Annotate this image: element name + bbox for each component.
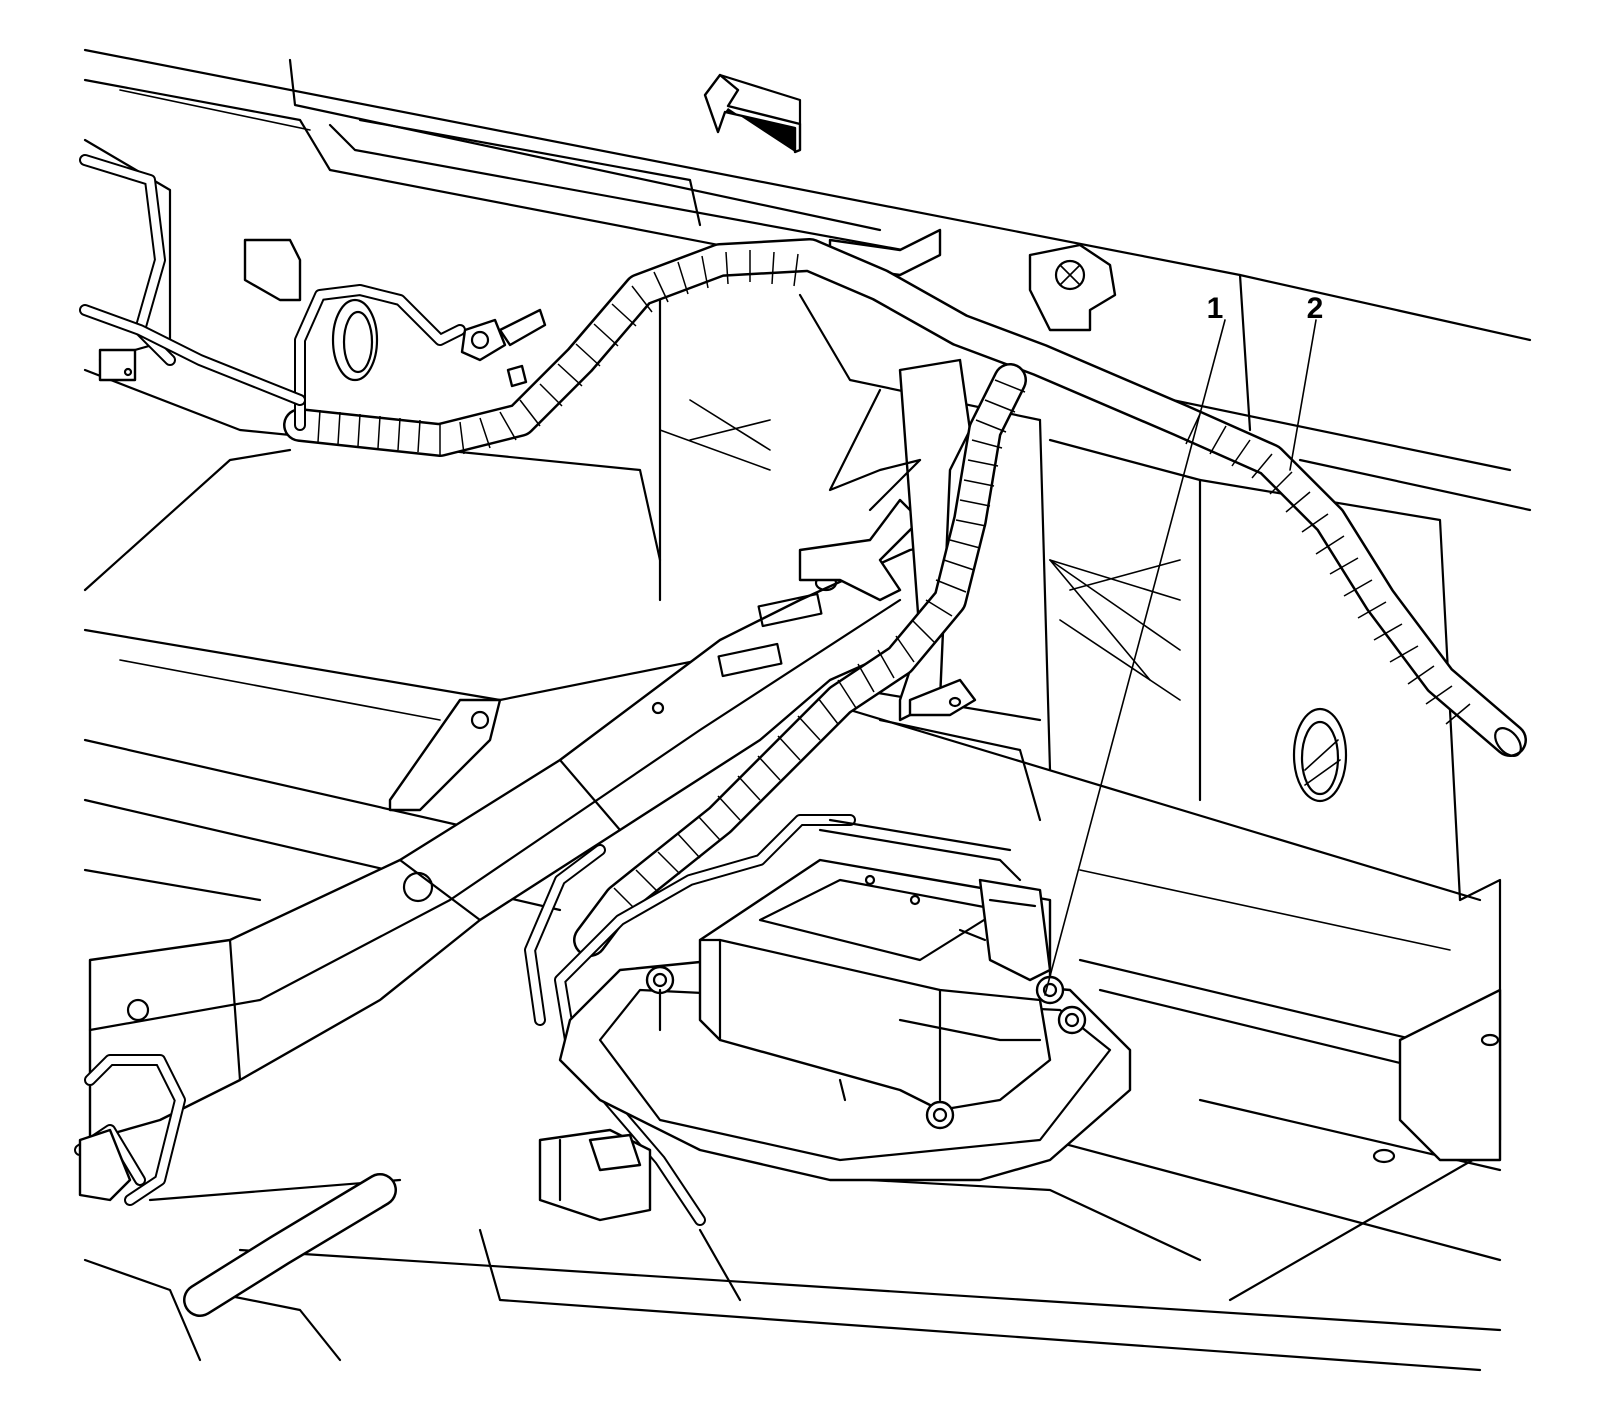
callout-label-1: 1 xyxy=(1207,292,1224,325)
cross-member xyxy=(88,228,1502,1164)
callout-1: 1 xyxy=(1044,292,1226,996)
sensing-module xyxy=(558,818,1132,1182)
callout-2: 2 xyxy=(1289,292,1324,471)
front-direction-arrow xyxy=(703,73,802,154)
callout-label-2: 2 xyxy=(1307,292,1324,325)
